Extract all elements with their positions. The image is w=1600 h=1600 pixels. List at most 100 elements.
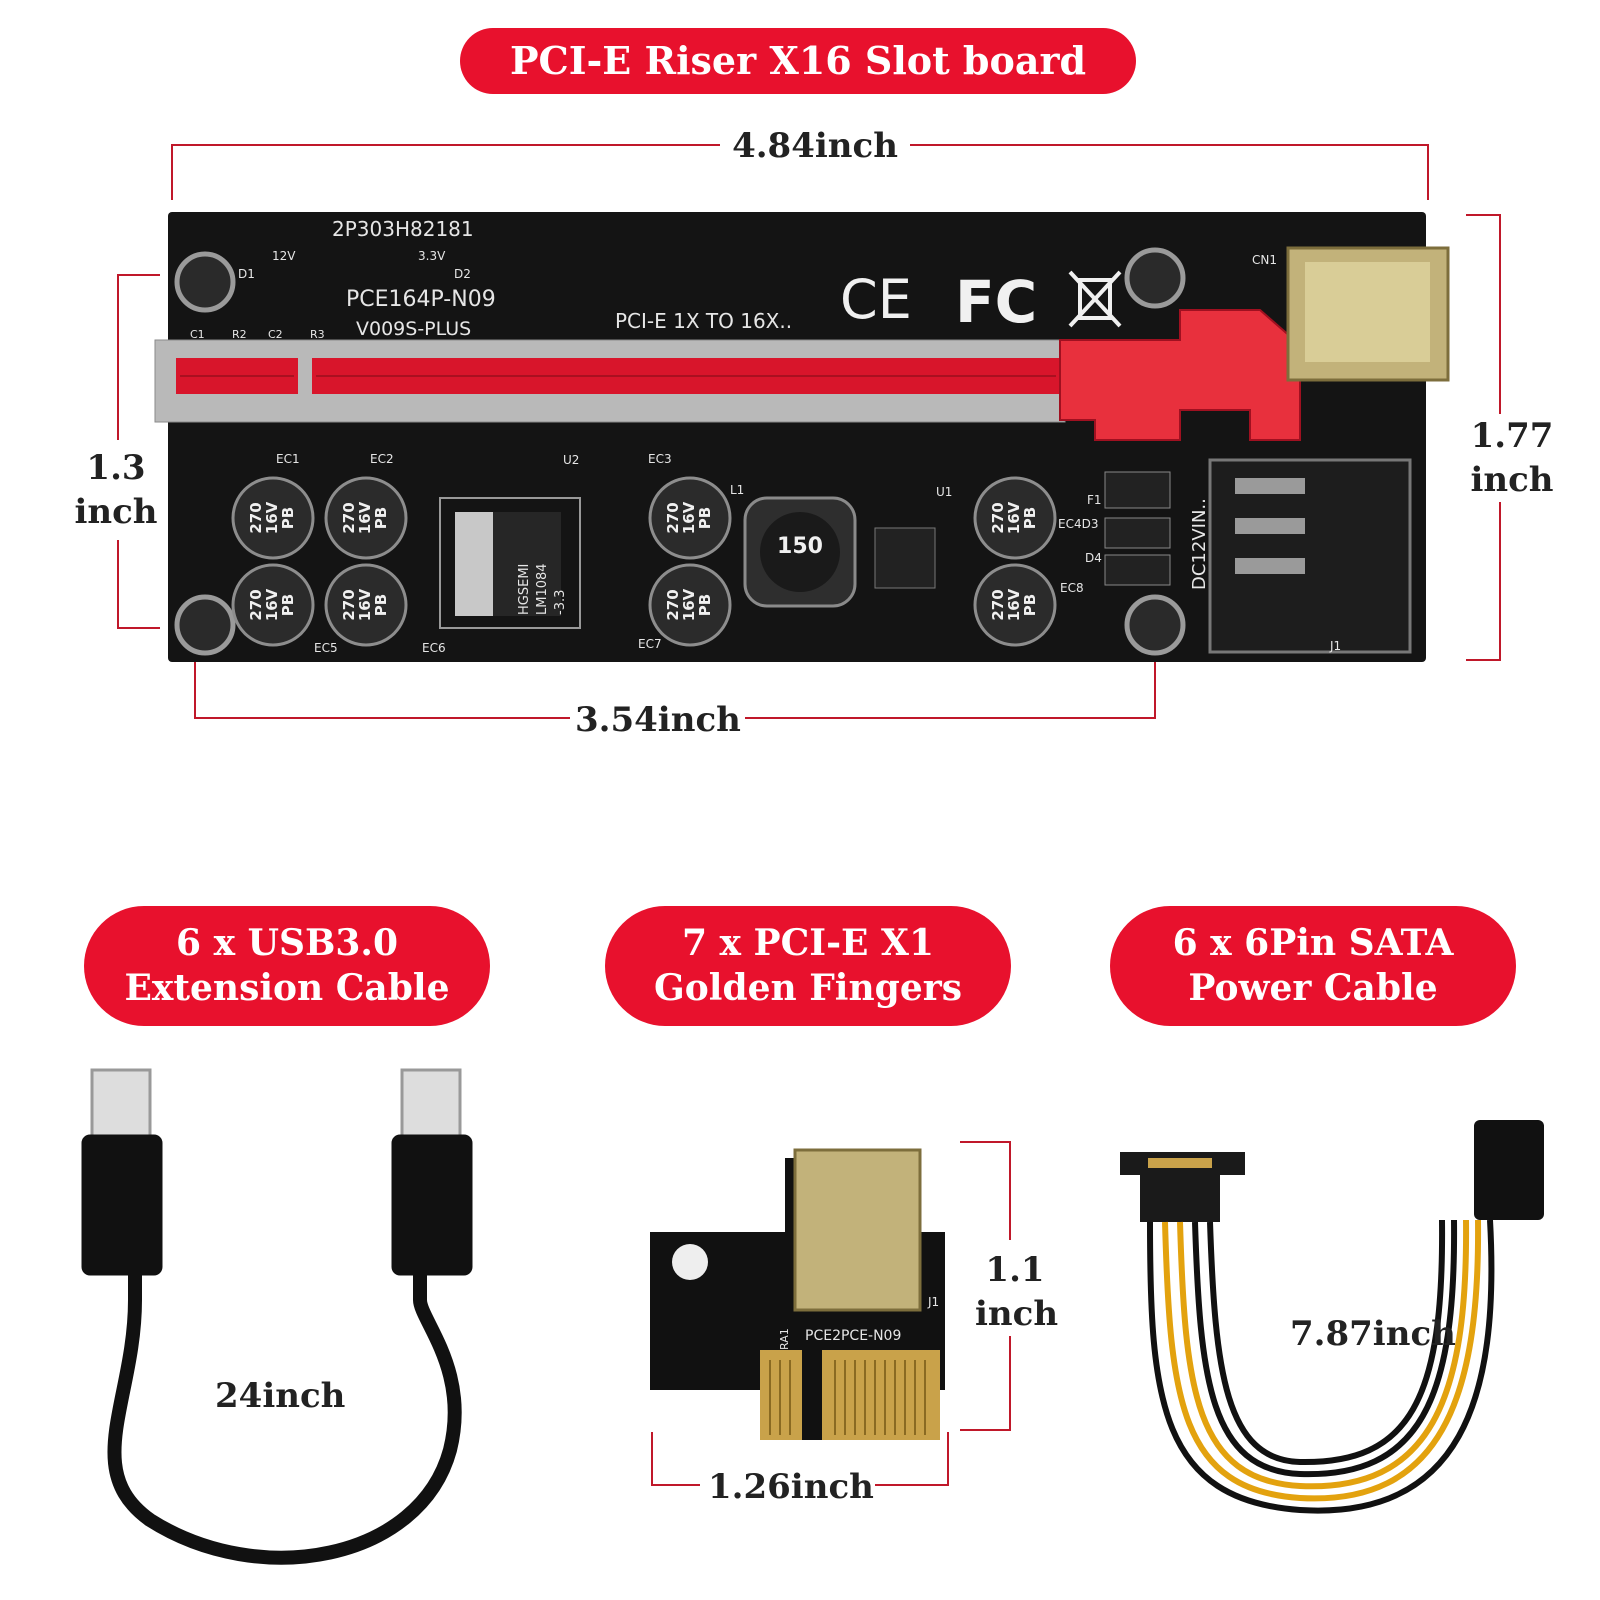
d1-label: D1 — [238, 267, 255, 281]
capacitor-marking-line: 270 — [664, 589, 682, 620]
f1-label: F1 — [1087, 493, 1102, 507]
slot-latch — [1059, 309, 1301, 441]
ec6-label: EC6 — [422, 641, 446, 655]
ce-mark: CE — [840, 268, 912, 331]
capacitor-marking-line: 16V — [1005, 501, 1023, 534]
capacitor-marking-line: 270 — [989, 589, 1007, 620]
led-12v-label: 12V — [272, 249, 296, 263]
golden-fingers-title-1: 7 x PCI-E X1 — [681, 922, 935, 964]
ec5-label: EC5 — [314, 641, 338, 655]
usb-cable-length: 24inch — [215, 1376, 346, 1416]
capacitor-marking-line: PB — [279, 507, 297, 529]
x1-height-unit: inch — [975, 1294, 1059, 1335]
fc-mark: FC — [955, 268, 1037, 336]
inductor-label: 150 — [777, 534, 823, 559]
d4-label: D4 — [1085, 551, 1102, 565]
model-label: PCE164P-N09 — [346, 287, 496, 312]
height-right-unit: inch — [1470, 460, 1554, 501]
mount-hole — [174, 594, 236, 656]
usb-cable — [81, 1068, 473, 1565]
capacitor-marking-line: 16V — [1005, 588, 1023, 621]
x1-usb-port — [793, 1148, 922, 1312]
width-top-label: 4.84inch — [730, 124, 900, 169]
dc-in-label: DC12VIN.. — [1189, 498, 1210, 590]
mount-hole — [1124, 247, 1186, 309]
height-right-value: 1.77 — [1470, 416, 1554, 456]
golden-fingers-title-2: Golden Fingers — [654, 967, 962, 1009]
capacitor-marking-line: 270 — [247, 589, 265, 620]
version-label: V009S-PLUS — [356, 318, 471, 340]
x1-ra1-label: RA1 — [778, 1328, 791, 1350]
capacitor-marking-line: 16V — [680, 501, 698, 534]
sata-cable — [1120, 1120, 1544, 1514]
capacitor-marking-line: PB — [1021, 507, 1039, 529]
sata-cable-length: 7.87inch — [1290, 1314, 1456, 1354]
sata-cable-title-1: 6 x 6Pin SATA — [1172, 922, 1454, 964]
capacitor-marking-line: 270 — [247, 502, 265, 533]
l1-label: L1 — [730, 483, 744, 497]
capacitor-marking-line: 16V — [356, 501, 374, 534]
regulator-voltage: -3.3 — [553, 590, 568, 615]
x1-j1-label: J1 — [927, 1295, 939, 1309]
capacitor-marking-line: 16V — [356, 588, 374, 621]
capacitor-marking-line: PB — [696, 507, 714, 529]
ec7-label: EC7 — [638, 637, 662, 651]
x1-model-label: PCE2PCE-N09 — [805, 1328, 901, 1344]
serial-label: 2P303H82181 — [332, 217, 474, 241]
capacitor-marking-line: 270 — [664, 502, 682, 533]
regulator-brand: HGSEMI — [517, 564, 532, 615]
ec2-label: EC2 — [370, 452, 394, 466]
capacitor-marking-line: 270 — [340, 502, 358, 533]
c1-label: C1 — [190, 328, 205, 341]
ec8-label: EC8 — [1060, 581, 1084, 595]
x1-width-label: 1.26inch — [708, 1465, 874, 1510]
capacitor-marking-line: PB — [696, 594, 714, 616]
height-left-value: 1.3 — [86, 448, 146, 488]
regulator-part: LM1084 — [535, 563, 550, 615]
u2-label: U2 — [563, 453, 579, 467]
usb-cable-badge: 6 x USB3.0 Extension Cable — [84, 906, 490, 1026]
usb-cable-title-1: 6 x USB3.0 — [175, 922, 399, 964]
x1-height-value: 1.1 — [985, 1250, 1045, 1290]
capacitors — [231, 476, 1057, 647]
ic-u1 — [874, 527, 936, 589]
height-right-label: 1.77 inch — [1462, 414, 1562, 503]
bus-label: PCI-E 1X TO 16X.. — [615, 309, 792, 333]
height-left-unit: inch — [74, 492, 158, 533]
ec1-label: EC1 — [276, 452, 300, 466]
mount-hole — [1124, 594, 1186, 656]
weee-icon — [1068, 270, 1122, 328]
led-33v-label: 3.3V — [418, 249, 446, 263]
capacitor-marking-line: PB — [279, 594, 297, 616]
sata-cable-title-2: Power Cable — [1188, 967, 1438, 1009]
regulator-tab — [455, 512, 493, 616]
c2-label: C2 — [268, 328, 283, 341]
title-text: PCI-E Riser X16 Slot board — [509, 38, 1087, 84]
capacitor-marking-line: 16V — [263, 501, 281, 534]
capacitor-marking-line: PB — [1021, 594, 1039, 616]
capacitor-marking-line: PB — [372, 507, 390, 529]
mount-hole — [174, 251, 236, 313]
j1-label: J1 — [1329, 639, 1341, 653]
x1-height-label: 1.1 inch — [975, 1248, 1059, 1337]
height-left-label: 1.3 inch — [66, 446, 166, 535]
r2-label: R2 — [232, 328, 247, 341]
capacitor-marking-line: 16V — [680, 588, 698, 621]
riser-board: CE FC 2P303H82181 PCE164P-N09 V009S-PLUS… — [154, 212, 1450, 662]
golden-fingers-badge: 7 x PCI-E X1 Golden Fingers — [605, 906, 1011, 1026]
capacitor-marking-line: 270 — [340, 589, 358, 620]
r3-label: R3 — [310, 328, 325, 341]
usb-cable-title-2: Extension Cable — [124, 967, 450, 1009]
x1-card: PCE2PCE-N09 J1 RA1 — [650, 1148, 945, 1440]
capacitor-marking-line: 270 — [989, 502, 1007, 533]
capacitor-marking-line: 16V — [263, 588, 281, 621]
